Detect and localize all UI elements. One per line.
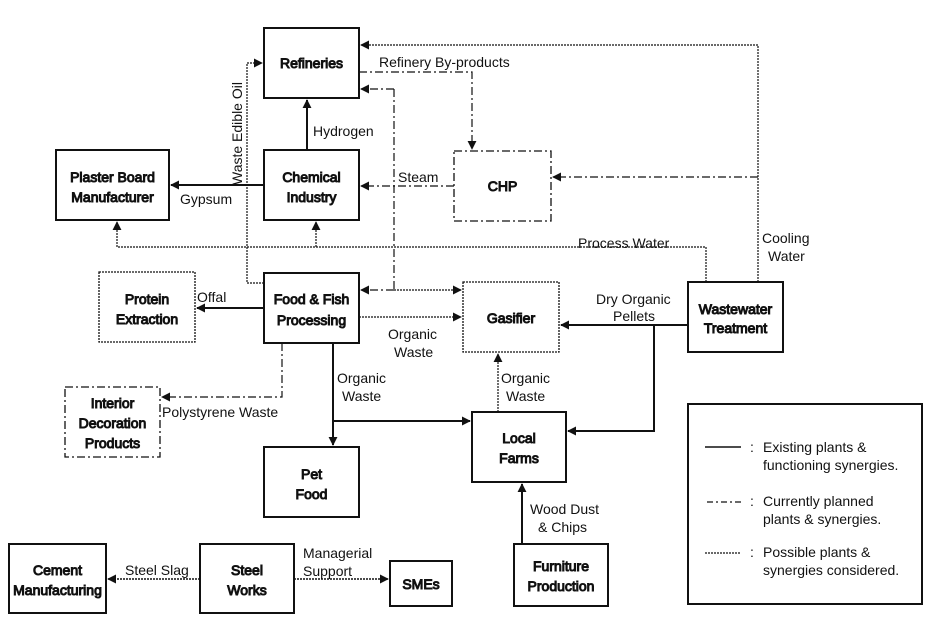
label-waste-edible-oil: Waste Edible Oil — [229, 82, 245, 185]
legend-frame — [687, 403, 923, 605]
label-organic-waste: Organic — [501, 370, 550, 386]
node-label: Treatment — [704, 320, 767, 336]
label-wood-dust: Wood Dust — [530, 501, 599, 517]
label-cooling-water: Water — [768, 248, 805, 264]
label-polystyrene-waste: Polystyrene Waste — [162, 404, 278, 420]
node-refineries: Refineries — [263, 27, 360, 99]
node-label: Food — [296, 486, 328, 502]
edge-process-water — [112, 221, 707, 282]
label-hydrogen: Hydrogen — [313, 123, 374, 139]
label-organic-waste: Organic — [388, 326, 437, 342]
node-label: Interior — [91, 395, 135, 411]
legend-item-planned: : Currently planned plants & synergies. — [707, 493, 881, 527]
node-plaster-board-manufacturer: Plaster Board Manufacturer — [55, 149, 170, 221]
legend-label: synergies considered. — [763, 562, 899, 578]
node-label: Extraction — [116, 311, 178, 327]
node-label: Production — [528, 578, 595, 594]
legend-separator: : — [750, 439, 754, 455]
node-label: Wastewater — [699, 301, 773, 317]
node-label: Food & Fish — [274, 291, 349, 307]
label-dry-organic-pellets: Pellets — [613, 308, 655, 324]
node-label: Local — [502, 430, 535, 446]
legend: : Existing plants & functioning synergie… — [687, 403, 923, 605]
node-label: Manufacturing — [13, 582, 102, 598]
legend-item-existing: : Existing plants & functioning synergie… — [705, 439, 898, 473]
edge-refinery-byproducts — [359, 71, 477, 150]
legend-item-possible: : Possible plants & synergies considered… — [705, 544, 899, 578]
edge-waste-edible-oil — [246, 58, 264, 284]
node-protein-extraction: Protein Extraction — [98, 271, 196, 343]
node-label: CHP — [488, 178, 518, 194]
node-smes: SMEs — [389, 560, 453, 607]
node-label: Pet — [301, 466, 322, 482]
node-label: Farms — [499, 450, 539, 466]
node-cement-manufacturing: Cement Manufacturing — [8, 543, 107, 614]
node-interior-decoration-products: Interior Decoration Products — [64, 386, 161, 458]
legend-label: plants & synergies. — [763, 511, 881, 527]
label-steel-slag: Steel Slag — [125, 562, 189, 578]
edge-dry-organic-pellets-farms — [567, 325, 655, 436]
node-label: Processing — [277, 312, 346, 328]
node-label: Gasifier — [487, 310, 536, 326]
label-organic-waste: Waste — [394, 344, 433, 360]
node-label: Products — [85, 435, 140, 451]
node-label: Plaster Board — [70, 169, 155, 185]
legend-label: Existing plants & — [763, 439, 867, 455]
label-managerial-support: Support — [303, 563, 352, 579]
legend-separator: : — [750, 493, 754, 509]
node-label: Manufacturer — [71, 189, 154, 205]
label-cooling-water: Cooling — [762, 230, 809, 246]
node-label: Refineries — [280, 55, 343, 71]
node-label: SMEs — [402, 576, 439, 592]
edge-polystyrene-waste — [161, 343, 283, 402]
node-label: Chemical — [282, 169, 340, 185]
node-steel-works: Steel Works — [199, 543, 295, 614]
node-label: Protein — [125, 291, 169, 307]
node-label: Cement — [33, 562, 82, 578]
node-label: Furniture — [533, 558, 589, 574]
label-refinery-byproducts: Refinery By-products — [379, 54, 510, 70]
node-label: Industry — [287, 189, 337, 205]
edge-cooling-water-refineries — [360, 40, 759, 282]
node-pet-food: Pet Food — [263, 446, 360, 518]
node-gasifier: Gasifier — [462, 281, 560, 353]
node-label: Steel — [231, 562, 263, 578]
node-local-farms: Local Farms — [471, 411, 567, 483]
label-process-water: Process Water — [578, 235, 670, 251]
label-managerial-support: Managerial — [303, 545, 372, 561]
label-gypsum: Gypsum — [180, 191, 232, 207]
legend-label: Currently planned — [763, 493, 874, 509]
legend-label: Possible plants & — [763, 544, 871, 560]
label-steam: Steam — [398, 169, 438, 185]
node-food-fish-processing: Food & Fish Processing — [263, 272, 360, 344]
node-chp: CHP — [453, 150, 552, 222]
node-wastewater-treatment: Wastewater Treatment — [687, 281, 784, 353]
label-organic-waste: Organic — [337, 370, 386, 386]
node-furniture-production: Furniture Production — [513, 543, 609, 607]
label-offal: Offal — [197, 289, 226, 305]
node-label: Decoration — [79, 415, 147, 431]
legend-label: functioning synergies. — [763, 457, 898, 473]
legend-separator: : — [750, 544, 754, 560]
label-organic-waste: Waste — [342, 388, 381, 404]
label-wood-dust: & Chips — [538, 519, 587, 535]
node-label: Works — [227, 582, 266, 598]
label-dry-organic-pellets: Dry Organic — [596, 291, 671, 307]
node-chemical-industry: Chemical Industry — [263, 149, 360, 221]
label-organic-waste: Waste — [506, 388, 545, 404]
